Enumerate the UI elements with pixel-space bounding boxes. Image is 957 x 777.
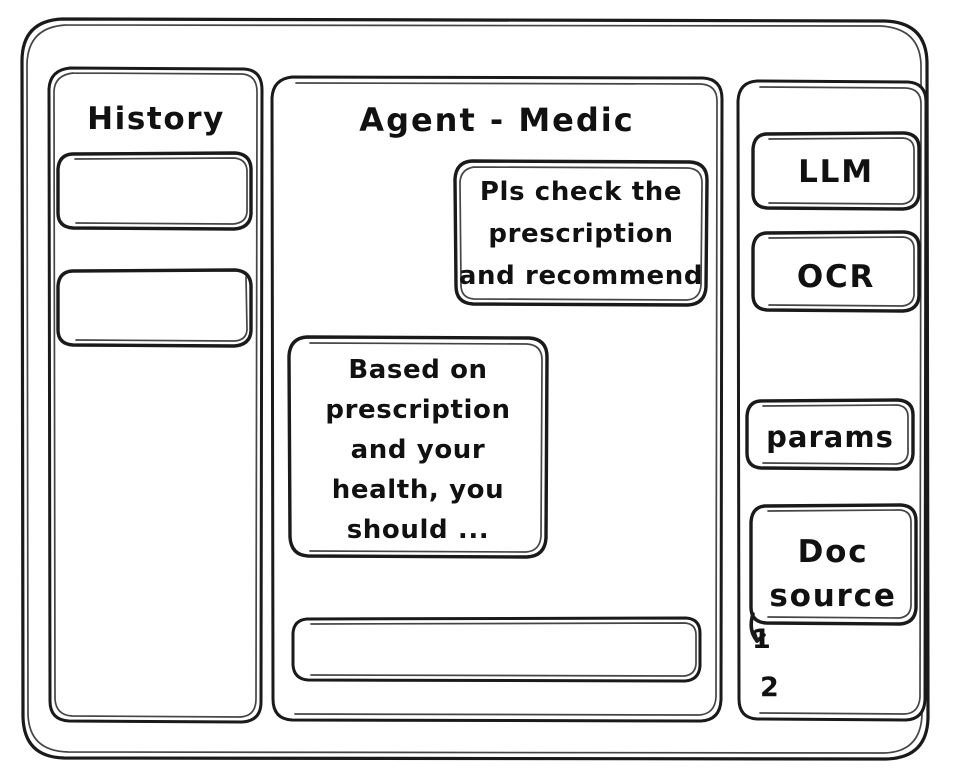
tool-card-label: LLM [798,154,874,190]
message-line: and your [351,435,486,465]
tool-card-label: OCR [797,259,875,295]
doc-source-item[interactable]: 1 [752,624,771,655]
message-line: Based on [348,355,487,385]
composer-input[interactable] [291,616,702,683]
message-bubble-user[interactable]: Pls check the prescription and recommend [453,159,709,307]
window-frame [20,17,930,761]
doc-source-line: Doc [798,534,869,570]
doc-source-card[interactable]: Doc source [749,503,918,626]
tool-card-label: params [766,420,894,454]
history-sidebar: History [47,66,264,724]
agent-panel: Agent - Medic Pls check the prescription… [270,75,724,723]
message-bubble-assistant[interactable]: Based on prescription and your health, y… [287,335,549,559]
message-line: health, you [332,475,504,505]
history-title: History [87,101,225,137]
message-line: prescription [325,395,510,425]
message-line: should ... [347,515,490,545]
doc-source-item[interactable]: 2 [760,672,779,703]
tool-card-params[interactable]: params [745,398,915,471]
message-line: and recommend [459,261,703,291]
tool-card-llm[interactable]: LLM [751,131,921,211]
history-item[interactable] [56,268,253,348]
history-item[interactable] [56,151,253,231]
agent-title: Agent - Medic [359,101,634,139]
message-line: prescription [488,219,673,249]
tool-card-ocr[interactable]: OCR [751,230,921,313]
doc-source-connector-arrow [749,612,766,643]
message-line: Pls check the [480,177,682,207]
doc-source-line: source [769,578,896,614]
tools-sidebar: LLM OCR params Doc source 1 2 [736,79,928,722]
